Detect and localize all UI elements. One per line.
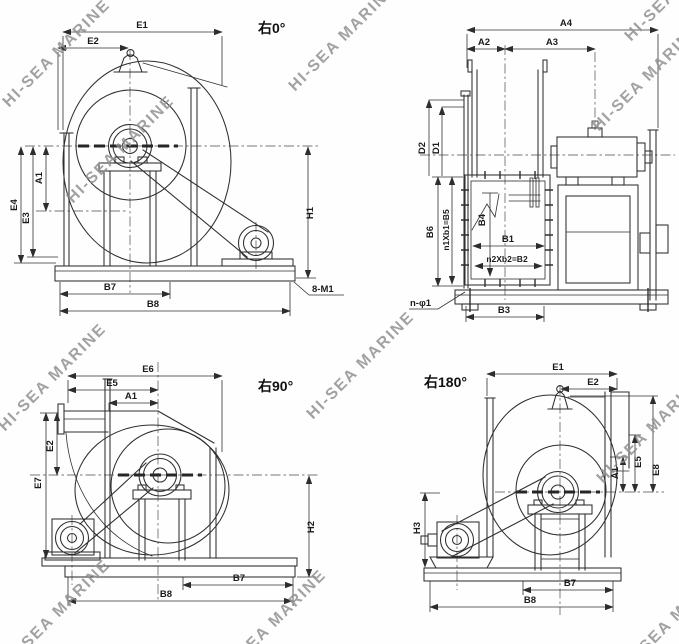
fan-geometry-right180: [420, 385, 664, 615]
dim-label-e7: E7: [33, 477, 44, 489]
fan-geometry-right90: [30, 362, 318, 600]
dim-label-e8: E8: [651, 464, 662, 476]
view-right0: E1 E2 E4 E3 A1 H1 B7 B8 8-M1 右0°: [9, 20, 344, 316]
dim-label-a4: A4: [560, 18, 573, 29]
dim-label-e4: E4: [9, 198, 20, 210]
dim-label-e2: E2: [87, 36, 99, 47]
dim-label-d2: D2: [417, 142, 428, 154]
dim-label-b1: B1: [502, 234, 515, 245]
dimensions-right180: E1 E2 E5 A1 E8 H3 B7 B8 右180°: [412, 362, 662, 612]
dim-label-b6: B6: [425, 226, 436, 238]
view-right90: E6 E5 A1 E7 E2 H2 B7 B8 右90°: [30, 362, 318, 606]
dim-label-e1: E1: [136, 20, 148, 31]
dim-label-a3: A3: [546, 37, 558, 48]
dim-label-h2: H2: [306, 521, 317, 533]
dim-label-b8: B8: [147, 299, 159, 310]
dim-label-h1: H1: [305, 206, 316, 219]
dimensions-right0: E1 E2 E4 E3 A1 H1 B7 B8 8-M1 右0°: [9, 20, 344, 316]
view-right180: E1 E2 E5 A1 E8 H3 B7 B8 右180°: [412, 362, 664, 615]
dimensions-side: A4 A2 A3 D2 D1 B6 n1Xb1=B5 B4 B1 n2Xb2=B…: [409, 18, 659, 322]
dim-label-a1: A1: [610, 466, 621, 479]
dim-label-bolt: 8-M1: [312, 284, 334, 295]
dim-label-a2: A2: [478, 37, 490, 48]
dim-label-b7: B7: [564, 578, 576, 589]
dim-label-h3: H3: [412, 522, 423, 534]
dim-label-a1: A1: [125, 391, 138, 402]
dim-label-b8: B8: [524, 595, 536, 606]
view-title-right90: 右90°: [257, 378, 293, 394]
dim-label-e2: E2: [45, 440, 56, 452]
fan-geometry-right0: [25, 48, 318, 293]
dim-label-b7: B7: [233, 573, 245, 584]
view-title-right180: 右180°: [423, 374, 467, 390]
dim-label-holes: n-φ1: [410, 298, 432, 309]
dim-label-b8: B8: [160, 589, 172, 600]
view-side: A4 A2 A3 D2 D1 B6 n1Xb1=B5 B4 B1 n2Xb2=B…: [409, 18, 675, 322]
fan-geometry-side: [420, 45, 675, 312]
dim-label-e2: E2: [587, 377, 599, 388]
dimensions-right90: E6 E5 A1 E7 E2 H2 B7 B8 右90°: [33, 364, 317, 606]
dim-label-e6: E6: [142, 364, 154, 375]
dim-label-b7: B7: [104, 282, 116, 293]
dim-label-b3: B3: [498, 305, 510, 316]
dim-label-d1: D1: [431, 141, 442, 154]
dim-label-a1: A1: [34, 171, 45, 184]
view-title-right0: 右0°: [257, 20, 285, 36]
dim-label-e1: E1: [552, 362, 564, 373]
dim-label-b5: n1Xb1=B5: [441, 209, 451, 251]
dim-label-b2: n2Xb2=B2: [486, 254, 528, 264]
dim-label-e5: E5: [106, 378, 118, 389]
dim-label-b4: B4: [477, 213, 488, 226]
dim-label-e5: E5: [633, 455, 644, 467]
dim-label-e3: E3: [21, 212, 32, 224]
